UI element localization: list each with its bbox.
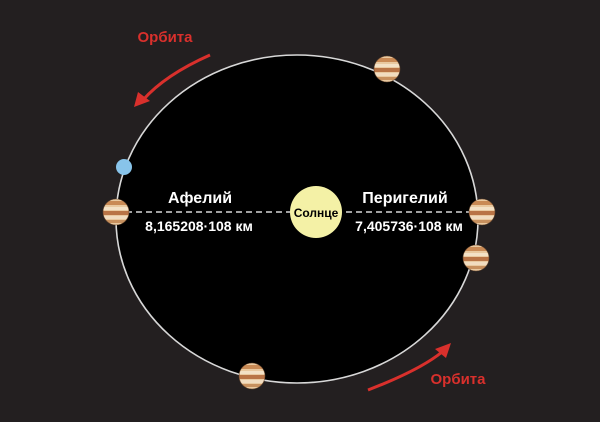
aphelion-distance: 8,165208·108 км [145,218,253,234]
orbit-label-top: Орбита [137,29,193,46]
perihelion-label: Перигелий [362,190,447,207]
planet-aphelion-icon [103,199,129,225]
orbit-arrow-top [134,53,211,107]
orbit-label-bottom: Орбита [430,371,486,388]
planet-top-icon [374,56,400,82]
orbit-arrow-bottom [367,343,451,392]
earth-icon [116,159,132,175]
planet-right-icon [463,245,489,271]
perihelion-distance: 7,405736·108 км [355,218,463,234]
aphelion-label: Афелий [168,190,232,207]
planet-bottom-icon [239,363,265,389]
sun-icon [290,186,342,238]
sun-label: Солнце [294,206,339,220]
planet-perihelion-icon [469,199,495,225]
